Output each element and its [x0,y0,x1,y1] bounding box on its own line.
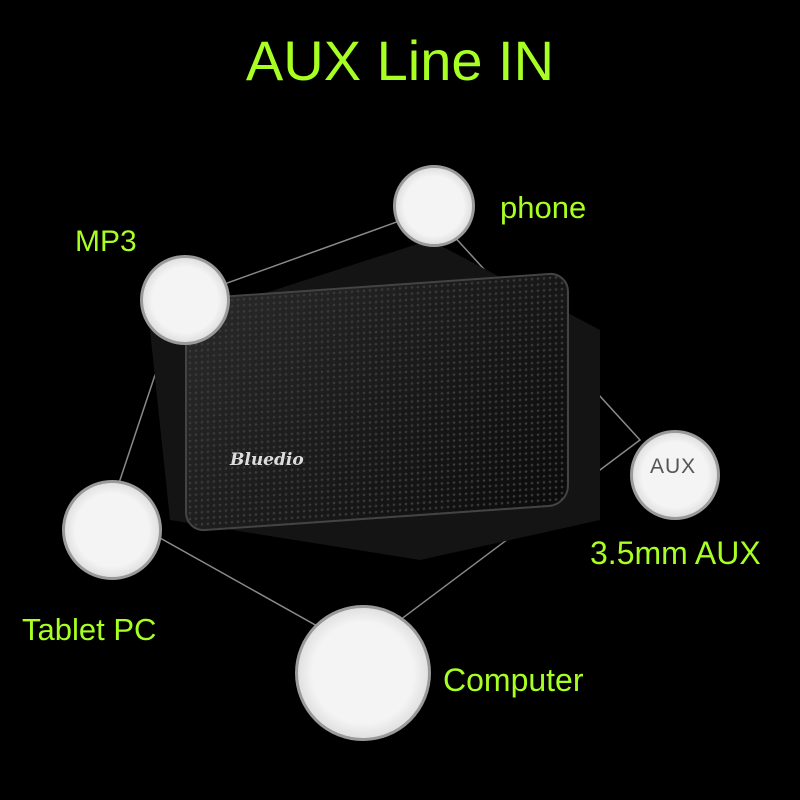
page-title: AUX Line IN [245,29,555,92]
brand-logo: Bluedio [230,450,304,470]
phone-circle [393,165,475,247]
tablet-circle [62,480,162,580]
computer-circle [295,605,431,741]
aux-port-label: 3.5mm AUX [590,535,761,571]
aux-circle-text: AUX [650,455,697,478]
speaker-grill [185,271,569,533]
aux-circle [630,430,720,520]
tablet-label: Tablet PC [22,612,157,647]
computer-label: Computer [443,662,584,698]
mp3-label: MP3 [75,225,137,258]
mp3-circle [140,255,230,345]
phone-label: phone [500,190,587,225]
